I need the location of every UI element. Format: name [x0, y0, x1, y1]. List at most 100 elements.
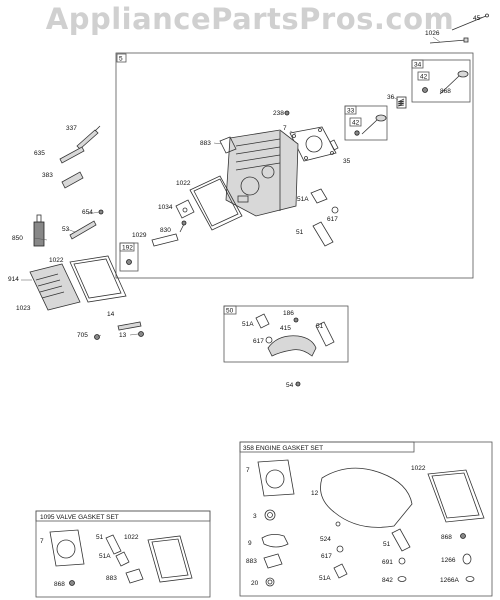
- label-34: 34: [414, 62, 422, 69]
- label-20: 20: [251, 580, 259, 587]
- valve-cover-gasket-1022-d[interactable]: [147, 535, 193, 583]
- valve-cover-gasket-1022-c[interactable]: [427, 469, 485, 523]
- gasket-51-a[interactable]: [312, 221, 334, 247]
- label-7-a: 7: [283, 125, 287, 132]
- label-51A-b: 51A: [242, 321, 254, 328]
- o-ring-617-c[interactable]: [336, 545, 344, 553]
- pushrod-45[interactable]: [451, 13, 489, 31]
- valve-seal-35[interactable]: [329, 139, 339, 151]
- screw-54[interactable]: [295, 381, 301, 387]
- label-868-b: 868: [441, 534, 452, 541]
- gasket-51-d[interactable]: [105, 534, 122, 555]
- label-1266A: 1266A: [440, 577, 459, 584]
- label-9: 9: [248, 540, 252, 547]
- label-1022-a: 1022: [176, 180, 191, 187]
- manifold-gasket-51A[interactable]: [255, 313, 270, 329]
- seal-1266A[interactable]: [465, 576, 475, 582]
- valve-gasket-set-title: 1095 VALVE GASKET SET: [40, 514, 119, 521]
- screw-654[interactable]: [98, 209, 104, 215]
- gasket-51A-c[interactable]: [333, 563, 348, 579]
- head-gasket-7-c[interactable]: [49, 529, 85, 567]
- spark-plug-337[interactable]: [76, 125, 101, 150]
- label-36: 36: [387, 94, 395, 101]
- keeper-868-b[interactable]: [460, 533, 466, 539]
- label-1022-c: 1022: [411, 465, 426, 472]
- gasket-883-b[interactable]: [263, 553, 283, 569]
- seal-842[interactable]: [397, 576, 407, 582]
- kit-box-34: [411, 59, 471, 103]
- label-868-c: 868: [54, 581, 65, 588]
- tube-635[interactable]: [59, 146, 85, 164]
- label-51-b: 51: [316, 323, 324, 330]
- stud-14[interactable]: [117, 321, 142, 331]
- label-1266: 1266: [441, 557, 456, 564]
- pushrod-1026[interactable]: [429, 37, 469, 44]
- label-14: 14: [107, 311, 115, 318]
- seal-691[interactable]: [398, 557, 406, 565]
- label-705: 705: [77, 332, 88, 339]
- valve-keeper-a[interactable]: [422, 87, 428, 93]
- gasket-51-c[interactable]: [391, 528, 411, 552]
- label-1022-b: 1022: [49, 257, 64, 264]
- watermark: AppliancePartsPros.com: [45, 2, 455, 36]
- keeper-868-c[interactable]: [69, 580, 75, 586]
- gasket-883-c[interactable]: [125, 568, 144, 584]
- assembly-box-50: [223, 305, 349, 363]
- label-51A-a: 51A: [297, 196, 309, 203]
- valve-spring-36[interactable]: [396, 96, 407, 109]
- gasket-524[interactable]: [335, 521, 341, 527]
- seal-20[interactable]: [265, 577, 275, 587]
- o-ring-617-a[interactable]: [331, 206, 339, 214]
- intake-gasket-51A[interactable]: [310, 188, 328, 204]
- exhaust-gasket-883[interactable]: [219, 136, 237, 154]
- label-186: 186: [283, 310, 294, 317]
- screw-192[interactable]: [126, 259, 132, 265]
- crankcase-gasket-12[interactable]: [320, 467, 413, 528]
- label-830: 830: [160, 227, 171, 234]
- label-617-b: 617: [253, 338, 264, 345]
- intake-valve[interactable]: [354, 114, 387, 136]
- bracket-1029[interactable]: [151, 233, 179, 247]
- head-gasket-7-a[interactable]: [289, 126, 337, 162]
- engine-gasket-set-box: [239, 441, 493, 597]
- valve-cover-gasket-1022-b[interactable]: [69, 255, 127, 303]
- label-1034: 1034: [158, 204, 173, 211]
- label-617-a: 617: [327, 216, 338, 223]
- label-7-c: 7: [40, 538, 44, 545]
- valve-cover-gasket-1022-a[interactable]: [189, 175, 243, 231]
- label-5: 5: [119, 56, 123, 63]
- oil-seal-3[interactable]: [264, 509, 276, 521]
- nut-705[interactable]: [94, 334, 100, 340]
- label-383: 383: [42, 172, 53, 179]
- label-914: 914: [8, 276, 19, 283]
- gasket-9[interactable]: [261, 534, 289, 548]
- seal-1266[interactable]: [462, 553, 472, 565]
- label-415: 415: [280, 325, 291, 332]
- breather-gasket-1034[interactable]: [175, 199, 195, 219]
- screw-238[interactable]: [284, 110, 290, 116]
- stud-53[interactable]: [69, 220, 97, 240]
- bolt-830[interactable]: [179, 220, 187, 233]
- fitting-186[interactable]: [293, 317, 299, 323]
- head-gasket-7-b[interactable]: [257, 459, 295, 497]
- manifold-gasket-51[interactable]: [315, 321, 335, 347]
- label-1022-d: 1022: [124, 534, 139, 541]
- label-842: 842: [382, 577, 393, 584]
- sealant-850[interactable]: [33, 214, 45, 247]
- intake-manifold[interactable]: [267, 335, 317, 357]
- label-51-a: 51: [296, 229, 304, 236]
- o-ring-617-b[interactable]: [265, 336, 273, 344]
- assembly-tag-5: [116, 53, 127, 63]
- seal-383[interactable]: [61, 171, 84, 189]
- gasket-51A-d[interactable]: [115, 551, 130, 567]
- label-12: 12: [311, 490, 319, 497]
- label-524: 524: [320, 536, 331, 543]
- cylinder-head[interactable]: [225, 129, 299, 217]
- valve-cover-1023[interactable]: [29, 263, 81, 311]
- label-1029: 1029: [132, 232, 147, 239]
- screw-13[interactable]: [138, 331, 144, 337]
- exhaust-valve[interactable]: [439, 70, 469, 95]
- label-3: 3: [253, 513, 257, 520]
- label-51-c: 51: [383, 541, 391, 548]
